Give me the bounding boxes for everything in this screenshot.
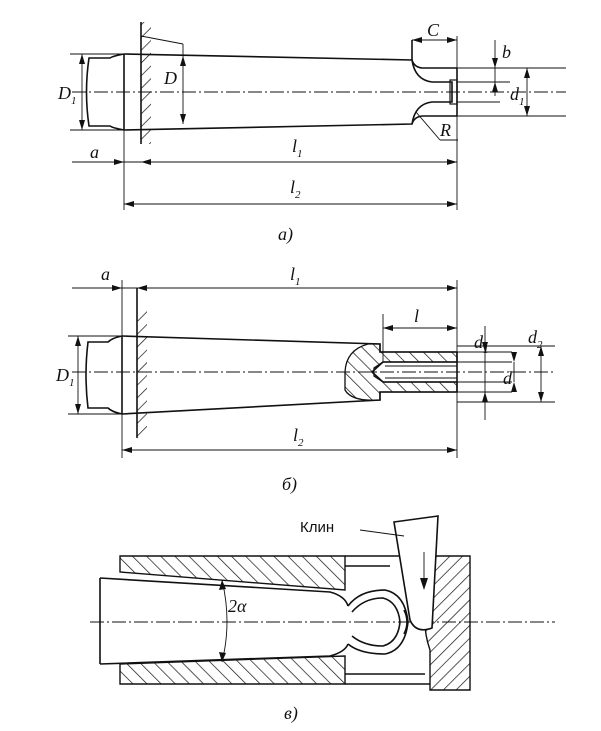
R-leader [415,111,441,141]
figure-a: D1 D C b d1 R a l [57,20,566,245]
sleeve-top-hatch [119,555,346,591]
tang-tip [403,609,408,635]
label-d1: d1 [510,84,525,108]
label-C: C [427,20,440,40]
angle-arc [221,579,228,663]
label-R: R [439,120,451,140]
label-b: b [502,42,511,62]
label-d1: d1 [474,332,489,356]
wedge [393,515,439,631]
label-a: a [90,142,99,162]
caption-a: а) [278,224,293,245]
tool-lower-edge [99,643,349,665]
caption-v: в) [284,703,298,724]
label-2alpha: 2α [228,596,247,616]
wedge-direction-arrow [420,578,428,590]
figure-b: a l1 l d1 d d2 D1 [55,264,555,495]
label-l2: l2 [293,425,304,449]
label-D1: D1 [57,83,77,107]
caption-b: б) [282,474,297,495]
tang-flat [449,79,458,105]
figure-v: 2α Клин в) [90,515,555,724]
label-d2: d2 [528,327,543,351]
shank-upper-edge [123,53,457,69]
label-l: l [414,306,419,326]
wedge-leader [359,529,405,537]
spindle-wall-hatch [141,22,151,144]
label-wedge: Клин [300,519,334,536]
sleeve-bottom-hatch [119,655,346,685]
flange-head [85,335,123,415]
section-hatch [344,343,458,401]
tool-upper-edge [99,577,349,607]
label-l2: l2 [290,177,301,201]
tang-inner [351,597,401,647]
label-d: d [503,368,513,388]
label-D: D [163,68,177,88]
shank-upper-edge [121,335,457,353]
label-D1: D1 [55,365,75,389]
shank-lower-edge [121,391,457,415]
label-l1: l1 [290,264,301,288]
tang-outer [347,589,409,655]
D-leader [140,35,184,45]
label-a: a [101,264,110,284]
flange-head [85,53,125,131]
spindle-wall-hatch [137,310,147,438]
shank-lower-edge [123,115,457,131]
threaded-hole [370,361,457,383]
label-l1: l1 [292,136,303,160]
